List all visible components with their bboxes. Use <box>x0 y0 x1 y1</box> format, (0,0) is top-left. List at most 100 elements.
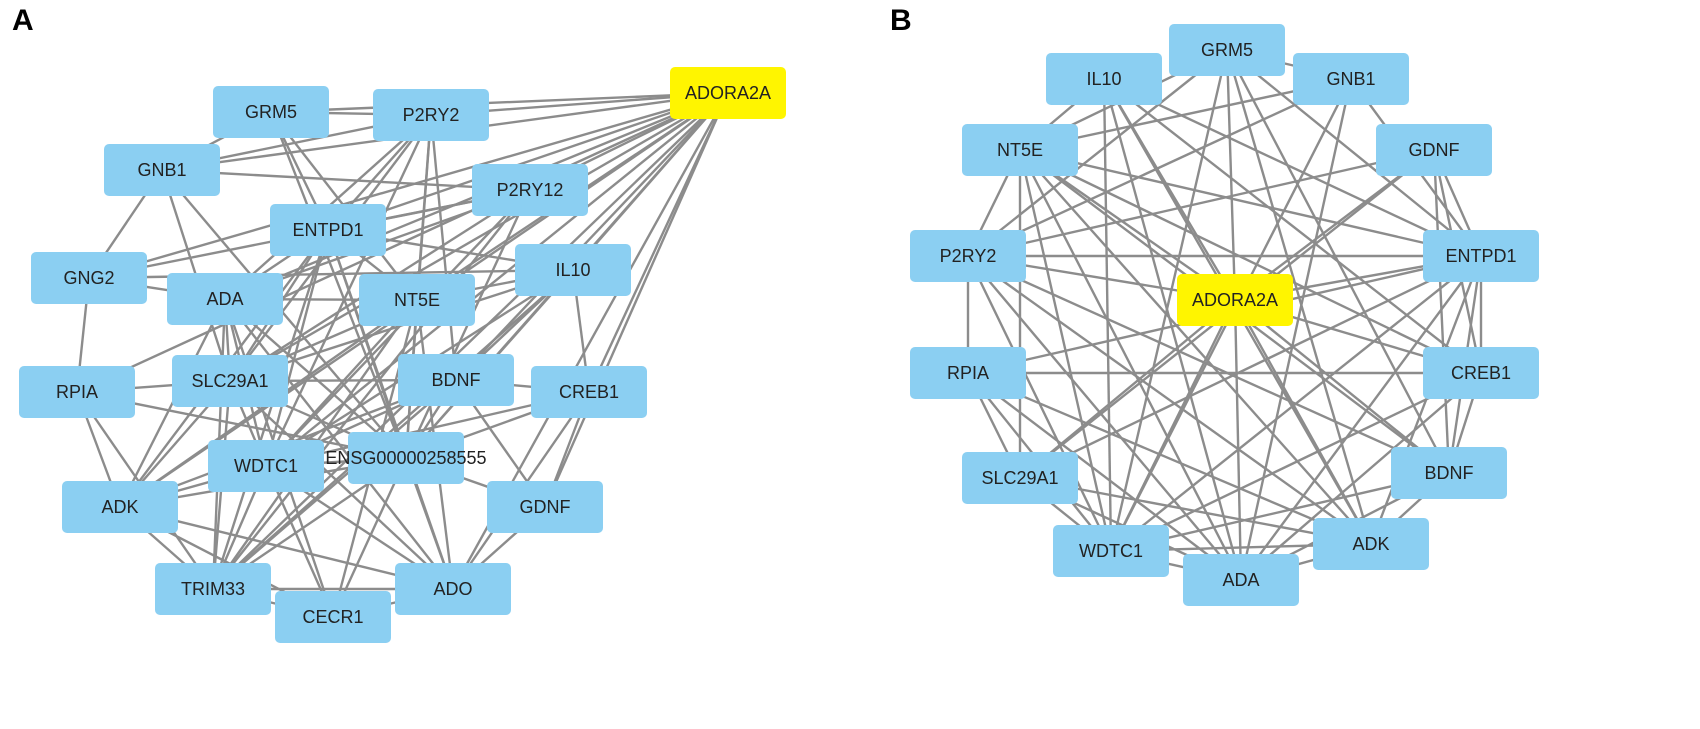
panel-a-node-label-adk: ADK <box>101 497 138 517</box>
panel-a-node-label-p2ry2: P2RY2 <box>403 105 460 125</box>
panel-b-node-label-slc29a1: SLC29A1 <box>981 468 1058 488</box>
panel-b-node-il10: IL10 <box>1046 53 1162 105</box>
panel-b-node-label-il10: IL10 <box>1086 69 1121 89</box>
panel-b-node-box-ada <box>1183 554 1299 606</box>
panel-b-node-label-creb1: CREB1 <box>1451 363 1511 383</box>
panel-a-node-box-ada <box>167 273 283 325</box>
panel-a-edge-adora2a-entpd1 <box>327 91 729 232</box>
panel-a-node-box-adora2a <box>670 67 786 119</box>
panel-a-node-label-p2ry12: P2RY12 <box>497 180 564 200</box>
panel-a-node-box-cecr1 <box>275 591 391 643</box>
panel-b-node-label-p2ry2: P2RY2 <box>940 246 997 266</box>
panel-a-node-label-entpd1: ENTPD1 <box>292 220 363 240</box>
panel-b-node-box-bdnf <box>1391 447 1507 499</box>
panel-b-edge-slc29a1-adk <box>1019 476 1372 546</box>
panel-b-node-box-adk <box>1313 518 1429 570</box>
panel-a-node-box-creb1 <box>531 366 647 418</box>
panel-b-edge-grm5-p2ry2 <box>967 49 1228 257</box>
panel-b-node-label-adk: ADK <box>1352 534 1389 554</box>
panel-b-edge-nt5e-adk <box>1019 149 1372 545</box>
panel-a-edge-adora2a-slc29a1 <box>229 91 729 383</box>
panel-a-edge-gnb1-p2ry12 <box>161 168 531 192</box>
panel-b-node-label-nt5e: NT5E <box>997 140 1043 160</box>
panel-a-node-box-ensg <box>348 432 464 484</box>
panel-b-edge-grm5-entpd1 <box>1226 49 1482 257</box>
panel-a-node-p2ry2: P2RY2 <box>373 89 489 141</box>
panel-b-node-wdtc1: WDTC1 <box>1053 525 1169 577</box>
panel-a-node-rpia: RPIA <box>19 366 135 418</box>
panel-b-edge-adora2a-bdnf <box>1234 299 1450 474</box>
panel-a-edge-grm5-ensg <box>269 111 408 459</box>
panel-b-node-box-creb1 <box>1423 347 1539 399</box>
panel-b-node-box-adora2a <box>1177 274 1293 326</box>
panel-a-edge-gnb1-ensg <box>161 169 407 459</box>
panel-a-edge-adora2a-trim33 <box>212 92 729 590</box>
panel-a-node-box-entpd1 <box>270 204 386 256</box>
panel-b-node-label-entpd1: ENTPD1 <box>1445 246 1516 266</box>
panel-b-node-label-adora2a: ADORA2A <box>1192 290 1278 310</box>
panel-a-node-grm5: GRM5 <box>213 86 329 138</box>
panel-b-edge-gnb1-p2ry2 <box>967 77 1352 258</box>
panel-a-edge-slc29a1-ado <box>229 380 454 590</box>
panel-a-edge-ada-ensg <box>224 298 407 459</box>
panel-b-edge-entpd1-wdtc1 <box>1110 255 1482 552</box>
panel-b-node-adora2a: ADORA2A <box>1177 274 1293 326</box>
panel-b-edge-adora2a-ada <box>1233 299 1243 581</box>
panel-b-node-box-grm5 <box>1169 24 1285 76</box>
panel-b-node-rpia: RPIA <box>910 347 1026 399</box>
panel-a-node-bdnf: BDNF <box>398 354 514 406</box>
panel-a-node-box-il10 <box>515 244 631 296</box>
panel-a-node-label-ensg: ENSG00000258555 <box>325 448 486 468</box>
panel-b-edge-grm5-wdtc1 <box>1109 49 1229 552</box>
panel-b-edge-nt5e-ada <box>1018 149 1243 581</box>
panel-a-node-box-adk <box>62 481 178 533</box>
panel-a-edge-adora2a-grm5 <box>270 91 729 114</box>
panel-a-edge-entpd1-trim33 <box>211 229 330 590</box>
panel-b-node-entpd1: ENTPD1 <box>1423 230 1539 282</box>
panel-a-node-label-trim33: TRIM33 <box>181 579 245 599</box>
panel-b-node-box-p2ry2 <box>910 230 1026 282</box>
panel-b-edge-creb1-wdtc1 <box>1110 371 1482 553</box>
panel-a-node-label-grm5: GRM5 <box>245 102 297 122</box>
panel-b-label: B <box>890 4 912 37</box>
panel-b-node-grm5: GRM5 <box>1169 24 1285 76</box>
panel-b-edge-il10-ada <box>1102 78 1243 581</box>
panel-a-node-wdtc1: WDTC1 <box>208 440 324 492</box>
panel-a-edge-adora2a-gng2 <box>88 91 729 280</box>
panel-b-edge-gdnf-p2ry2 <box>967 148 1435 258</box>
panel-b-node-label-wdtc1: WDTC1 <box>1079 541 1143 561</box>
panel-b-node-label-grm5: GRM5 <box>1201 40 1253 60</box>
panel-a-node-label-slc29a1: SLC29A1 <box>191 371 268 391</box>
panel-b-node-bdnf: BDNF <box>1391 447 1507 499</box>
panel-b-edge-il10-creb1 <box>1103 78 1482 374</box>
panel-a-edge-entpd1-wdtc1 <box>264 229 330 467</box>
panel-a-node-label-gdnf: GDNF <box>520 497 571 517</box>
panel-b-edge-il10-entpd1 <box>1103 77 1482 258</box>
panel-a-node-adk: ADK <box>62 481 178 533</box>
panel-b-node-ada: ADA <box>1183 554 1299 606</box>
panel-a-node-label-rpia: RPIA <box>56 382 98 402</box>
panel-a-node-box-grm5 <box>213 86 329 138</box>
panel-a-node-creb1: CREB1 <box>531 366 647 418</box>
panel-a-node-entpd1: ENTPD1 <box>270 204 386 256</box>
panel-b-edge-p2ry2-ada <box>967 255 1242 581</box>
panel-a-node-box-gdnf <box>487 481 603 533</box>
panel-a-node-p2ry12: P2RY12 <box>472 164 588 216</box>
panel-a-node-cecr1: CECR1 <box>275 591 391 643</box>
panel-b-node-nt5e: NT5E <box>962 124 1078 176</box>
panel-b-node-box-entpd1 <box>1423 230 1539 282</box>
panel-a-node-box-gng2 <box>31 252 147 304</box>
panel-a-node-slc29a1: SLC29A1 <box>172 355 288 407</box>
panel-b-node-adk: ADK <box>1313 518 1429 570</box>
panel-a-edge-bdnf-trim33 <box>212 379 457 590</box>
panel-b-edge-entpd1-slc29a1 <box>1019 254 1482 480</box>
panel-a-label: A <box>12 4 34 37</box>
panel-b-node-gdnf: GDNF <box>1376 124 1492 176</box>
panel-b-node-creb1: CREB1 <box>1423 347 1539 399</box>
panel-b-node-box-gnb1 <box>1293 53 1409 105</box>
panel-a-node-box-p2ry2 <box>373 89 489 141</box>
